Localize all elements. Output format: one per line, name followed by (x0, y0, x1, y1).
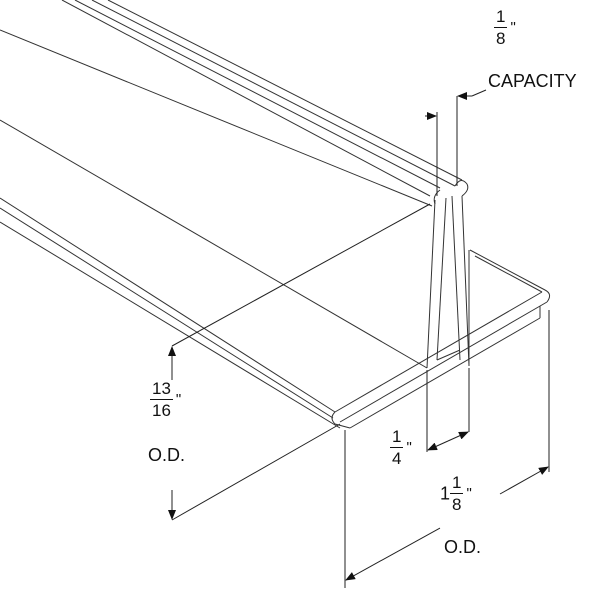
height-numerator: 13 (150, 379, 173, 400)
gap-unit: " (406, 439, 412, 456)
height-denominator: 16 (152, 401, 171, 420)
wall-edge (0, 119, 428, 369)
top-rail (0, 0, 469, 207)
width-numerator: 1 (450, 473, 464, 494)
height-caption: O.D. (148, 445, 186, 465)
width-unit: " (466, 485, 472, 502)
height-unit: " (175, 391, 182, 408)
width-dimension (344, 310, 550, 588)
capacity-dimension (425, 89, 487, 196)
capacity-numerator: 1 (494, 7, 508, 28)
width-denominator: 8 (452, 495, 462, 514)
gap-denominator: 4 (392, 449, 402, 468)
capacity-denominator: 8 (496, 29, 506, 48)
base-plate (0, 197, 551, 429)
width-whole: 1 (440, 483, 451, 504)
width-caption: O.D. (444, 537, 482, 557)
gap-numerator: 1 (390, 427, 404, 448)
capacity-unit: " (510, 19, 516, 36)
fin (426, 195, 470, 369)
height-dimension (168, 203, 431, 521)
gap-dimension (426, 368, 470, 452)
capacity-caption: CAPACITY (488, 71, 577, 91)
